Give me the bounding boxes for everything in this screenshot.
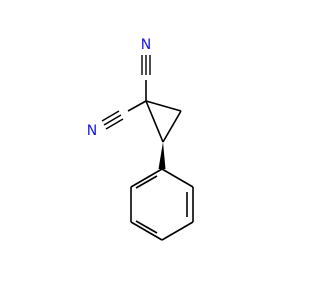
nitrogen-label-left: N bbox=[87, 123, 97, 139]
phenyl-ring bbox=[130, 168, 194, 241]
background bbox=[0, 0, 300, 300]
wedge-bond-to-phenyl bbox=[158, 142, 166, 169]
phenyl-bond-3 bbox=[161, 221, 194, 241]
nitrile-group-top: N bbox=[141, 37, 151, 101]
triple-bond-left-c bbox=[105, 118, 124, 130]
bond-quaternary-to-nitrile-carbon-left bbox=[127, 100, 147, 112]
phenyl-inner-double-2 bbox=[135, 220, 158, 234]
phenyl-bond-6 bbox=[130, 168, 163, 188]
ring-bond-c3-c1 bbox=[145, 100, 164, 143]
molecule-diagram: N N bbox=[0, 0, 300, 300]
triple-bond-left-b bbox=[101, 110, 120, 122]
triple-bond-left-a bbox=[103, 114, 122, 126]
nitrile-group-left: N bbox=[87, 100, 147, 139]
cyclopropane-ring bbox=[145, 100, 182, 143]
ring-bond-c1-c2 bbox=[145, 100, 182, 112]
phenyl-bond-4 bbox=[130, 221, 163, 241]
nitrogen-label-top: N bbox=[141, 37, 151, 53]
phenyl-bond-1 bbox=[161, 168, 194, 188]
phenyl-inner-double-3 bbox=[135, 175, 158, 189]
ring-bond-c2-c3 bbox=[162, 110, 182, 143]
